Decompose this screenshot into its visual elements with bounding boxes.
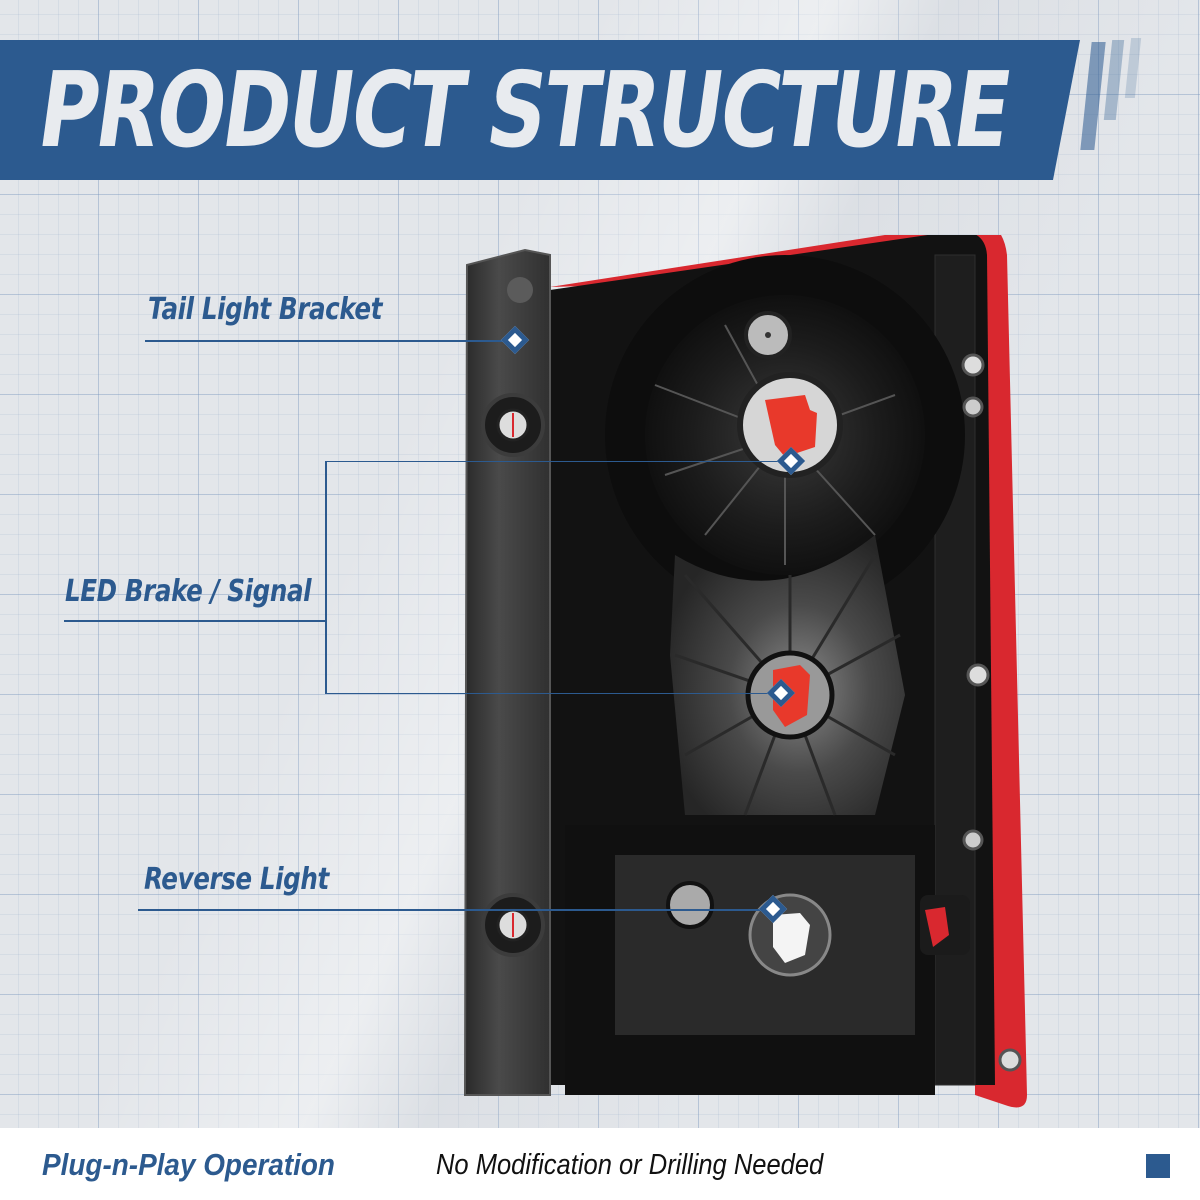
callout-line-led-brake-upper: [325, 461, 790, 462]
lower-vent-cap: [666, 881, 714, 929]
footer-text: No Modification or Drilling Needed: [436, 1149, 824, 1181]
mounting-stud: [966, 663, 990, 687]
callout-label-reverse-light: Reverse Light: [144, 862, 329, 897]
callout-label-tail-light-bracket: Tail Light Bracket: [148, 292, 383, 327]
mounting-stud: [998, 1048, 1022, 1072]
page-title: PRODUCT STRUCTURE: [31, 49, 1017, 171]
callout-line-led-signal-lower: [325, 693, 780, 694]
mounting-stud: [962, 829, 984, 851]
callout-bracket-led-brake-signal: [325, 462, 327, 694]
callout-line-led-brake-signal: [64, 620, 326, 622]
header-banner: [0, 40, 1080, 180]
reverse-socket-white: [773, 913, 810, 963]
tail-light-illustration: [463, 235, 1027, 1108]
callout-label-led-brake-signal: LED Brake / Signal: [65, 574, 312, 609]
footer-square-icon: [1146, 1154, 1170, 1178]
callout-line-reverse-light: [138, 909, 773, 911]
footer-highlight: Plug-n-Play Operation: [42, 1147, 335, 1182]
mounting-bracket: [463, 248, 551, 1096]
footer-bar: [0, 1128, 1200, 1200]
callout-line-tail-light-bracket: [145, 340, 515, 342]
upper-socket-red: [765, 395, 817, 457]
mounting-stud: [962, 396, 984, 418]
mounting-stud: [961, 353, 985, 377]
